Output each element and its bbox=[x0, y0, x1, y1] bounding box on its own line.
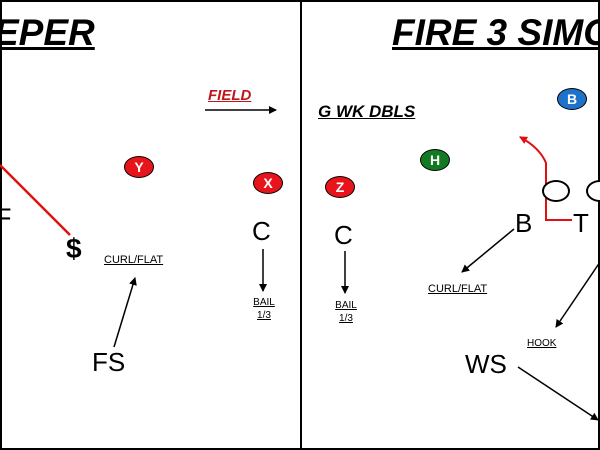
player-f-label: F bbox=[0, 203, 12, 233]
player-c-right-label: C bbox=[334, 220, 353, 250]
t-red-route bbox=[519, 136, 572, 221]
curl-flat-right-label: CURL/FLAT bbox=[428, 283, 488, 295]
hook-arrow bbox=[555, 261, 600, 328]
player-b-token: B bbox=[557, 88, 587, 110]
formation-label: G WK DBLS bbox=[318, 102, 416, 121]
ws-arrow bbox=[517, 366, 599, 421]
player-t-label: T bbox=[573, 208, 589, 238]
player-ws-label: WS bbox=[465, 349, 507, 379]
curl-flat-left-label: CURL/FLAT bbox=[104, 254, 164, 266]
field-label: FIELD bbox=[208, 87, 252, 104]
player-dollar-label: $ bbox=[66, 233, 82, 264]
bail-left-line1: BAIL bbox=[253, 297, 275, 308]
player-x-token: X bbox=[253, 172, 283, 194]
bail-right-line2: 1/3 bbox=[339, 312, 353, 324]
right-panel-title: FIRE 3 SIMC bbox=[392, 12, 600, 53]
left-panel-title: EPER bbox=[0, 12, 95, 53]
bail-left-line2: 1/3 bbox=[257, 309, 271, 321]
panel-divider bbox=[300, 0, 302, 450]
fs-curl-arrow bbox=[113, 277, 137, 348]
player-c-left-label: C bbox=[252, 216, 271, 246]
b-curl-arrow bbox=[461, 228, 515, 273]
offensive-lineman-1 bbox=[542, 180, 570, 202]
player-b-label: B bbox=[515, 208, 533, 238]
bail-right-label: BAIL 1/3 bbox=[331, 300, 361, 325]
player-y-token: Y bbox=[124, 156, 154, 178]
bail-right-line1: BAIL bbox=[335, 300, 357, 311]
player-fs-label: FS bbox=[92, 347, 126, 377]
player-h-token: H bbox=[420, 149, 450, 171]
player-z-token: Z bbox=[325, 176, 355, 198]
hook-label: HOOK bbox=[527, 338, 557, 349]
bail-left-label: BAIL 1/3 bbox=[249, 297, 279, 322]
dollar-red-route bbox=[0, 164, 71, 236]
